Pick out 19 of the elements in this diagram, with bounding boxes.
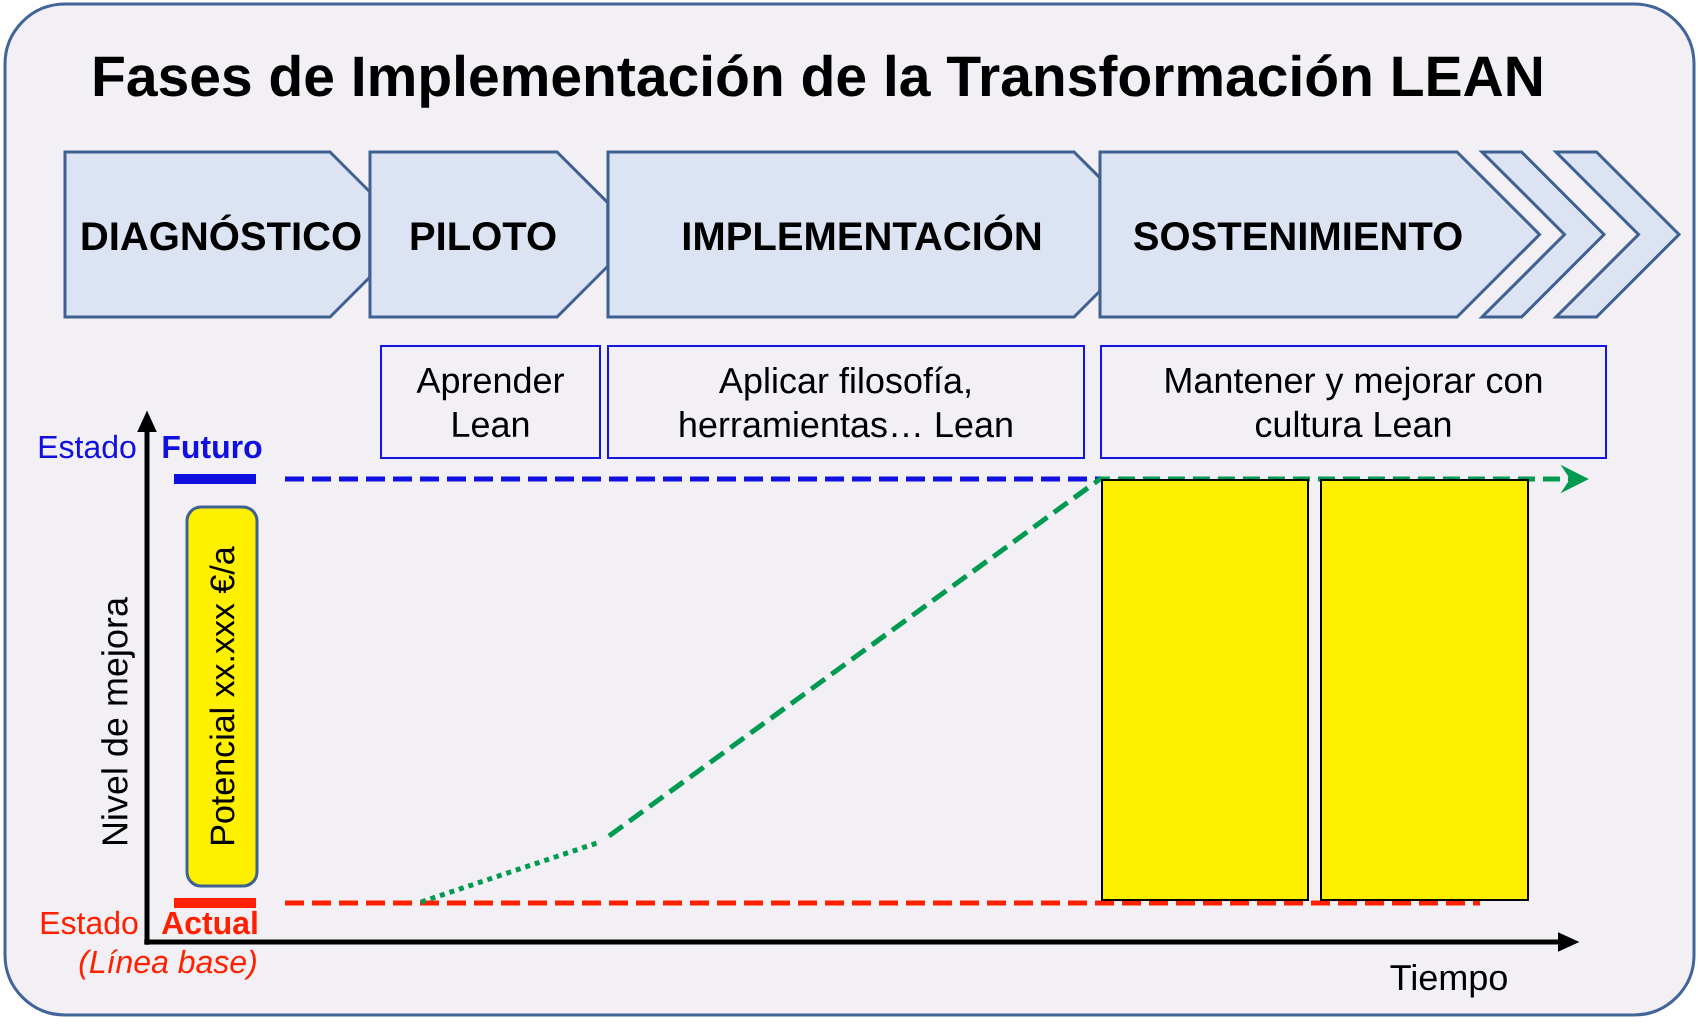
description-box: Aprender Lean — [380, 345, 601, 459]
phase-step: DIAGNÓSTICO — [63, 150, 372, 319]
phase-step: IMPLEMENTACIÓN — [606, 150, 1102, 319]
level-label: Futuro — [163, 436, 262, 459]
level-label: Estado — [39, 434, 136, 459]
axis-label: Tiempo — [1390, 963, 1507, 998]
level-label: (Línea base) — [79, 949, 256, 980]
value-box: Potencial xx.xxx €/a — [185, 505, 259, 888]
phase-step: SOSTENIMIENTO — [1098, 150, 1542, 319]
description-box: Mantener y mejorar con cultura Lean — [1100, 345, 1607, 459]
placeholder-block — [1320, 479, 1529, 901]
description-box: Aplicar filosofía, herramientas… Lean — [607, 345, 1085, 459]
step-shape — [1552, 150, 1682, 319]
step-shape — [1478, 150, 1607, 319]
title: Fases de Implementación de la Transformación LEAN — [94, 54, 1542, 108]
phase-step: PILOTO — [368, 150, 610, 319]
axis-label: Nivel de mejora — [101, 597, 135, 845]
level-label: Estado — [41, 910, 138, 935]
placeholder-block — [1101, 479, 1309, 901]
